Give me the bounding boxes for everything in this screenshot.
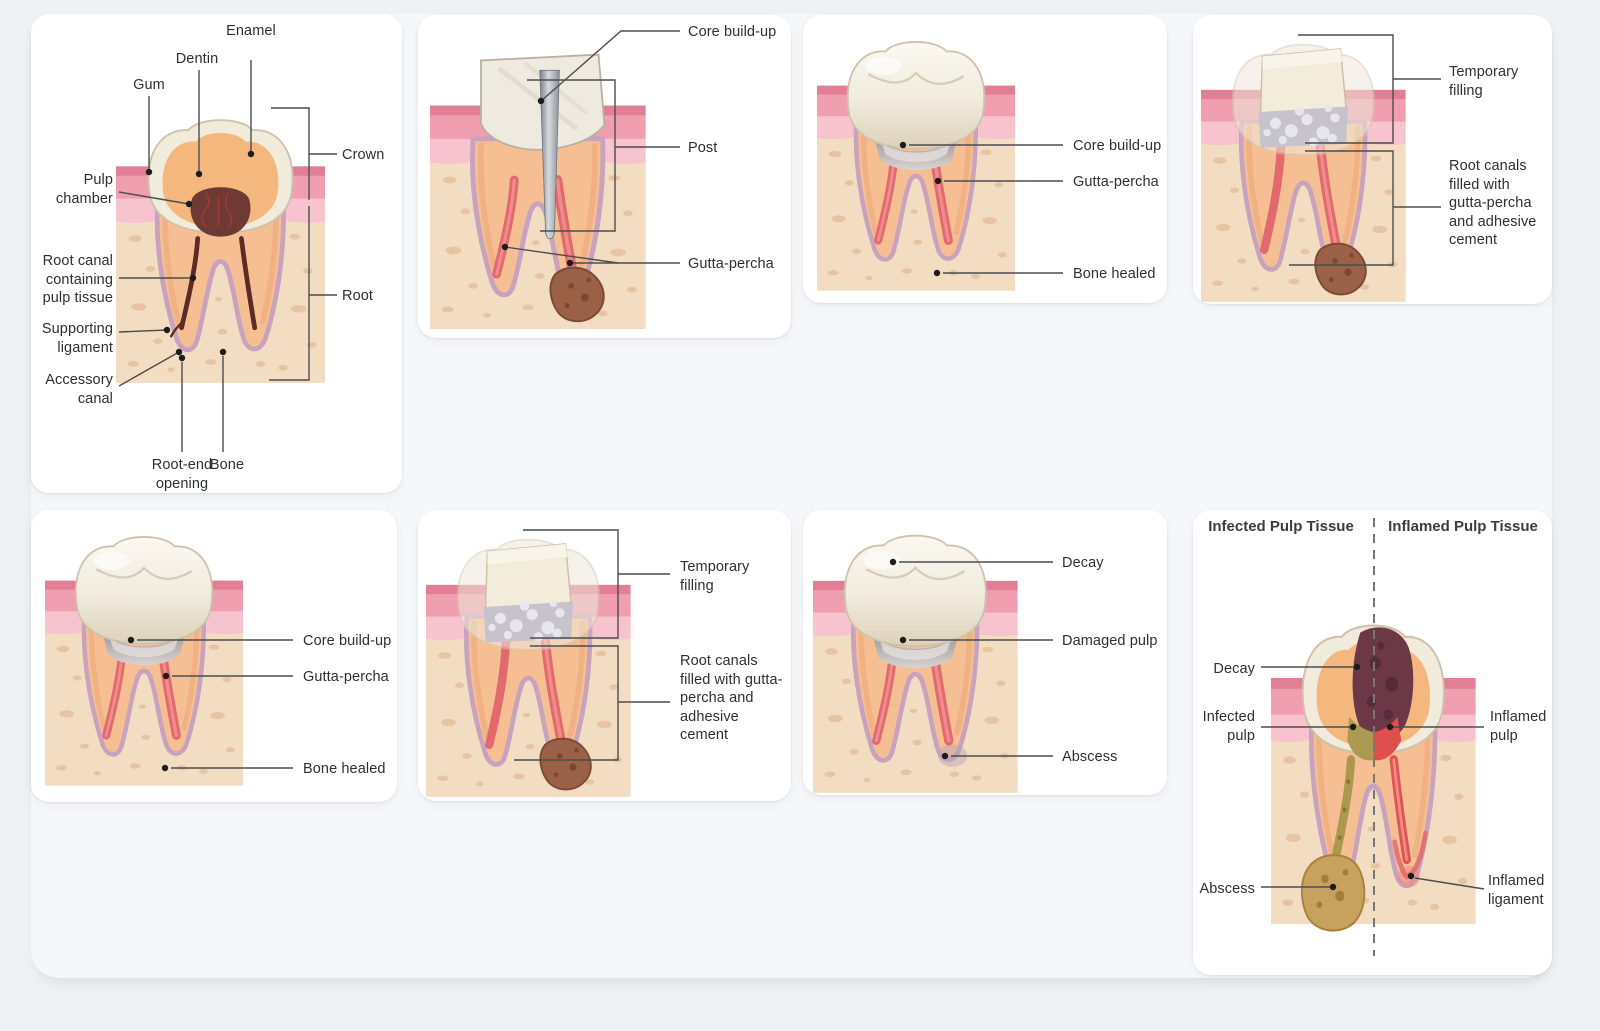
label-temporary-filling: Temporary filling bbox=[680, 559, 750, 594]
leader-lines bbox=[137, 639, 293, 769]
tooth-scene bbox=[1271, 624, 1476, 932]
label-gum: Gum bbox=[133, 77, 165, 93]
header-infected-pulp-tissue: Infected Pulp Tissue bbox=[1208, 518, 1354, 535]
label-temporary-filling: Temporary filling bbox=[1449, 64, 1519, 99]
label-bone: Bone bbox=[209, 457, 245, 473]
tooth-scene bbox=[45, 535, 244, 786]
leader-dots bbox=[899, 141, 942, 277]
tooth-illustration bbox=[426, 529, 670, 797]
image-card-temporary-filling-bottom[interactable]: Temporary filling Root canals filled wit… bbox=[418, 510, 791, 801]
leader-dots bbox=[1329, 663, 1415, 891]
leader-dots bbox=[889, 558, 949, 760]
tooth-illustration bbox=[45, 535, 293, 786]
image-card-healed-tooth-bottom[interactable]: Core build-up Gutta-percha Bone healed bbox=[31, 510, 397, 802]
label-dentin: Dentin bbox=[175, 51, 219, 67]
image-card-healed-tooth-top[interactable]: Core build-up Gutta-percha Bone healed bbox=[803, 15, 1167, 303]
label-post: Post bbox=[688, 140, 718, 156]
tooth-illustration bbox=[817, 40, 1063, 291]
tooth-illustration bbox=[813, 534, 1053, 793]
leader-lines bbox=[118, 60, 337, 452]
label-abscess: Abscess bbox=[1199, 881, 1255, 897]
tooth-scene bbox=[1201, 43, 1406, 302]
image-card-tooth-anatomy[interactable]: Enamel Dentin Gum Crown Pulp chamber Roo… bbox=[31, 14, 402, 493]
label-root: Root bbox=[342, 288, 374, 304]
label-supporting-ligament: Supporting ligament bbox=[41, 321, 113, 356]
label-gutta-percha: Gutta-percha bbox=[303, 669, 389, 685]
leader-dots bbox=[127, 636, 170, 772]
tooth-scene bbox=[116, 119, 325, 383]
label-core-build-up: Core build-up bbox=[1073, 138, 1162, 154]
label-enamel: Enamel bbox=[226, 23, 276, 39]
label-inflamed-pulp: Inflamed pulp bbox=[1490, 709, 1547, 744]
tooth-illustration bbox=[430, 30, 680, 329]
label-core-build-up: Core build-up bbox=[688, 24, 777, 40]
image-card-pulp-comparison[interactable]: Infected Pulp Tissue Inflamed Pulp Tissu… bbox=[1193, 510, 1552, 975]
label-gutta-percha: Gutta-percha bbox=[688, 256, 774, 272]
tooth-scene bbox=[430, 53, 646, 329]
label-infected-pulp: Infected pulp bbox=[1202, 709, 1255, 744]
tooth-scene bbox=[426, 538, 631, 797]
leader-lines bbox=[1261, 666, 1485, 890]
image-card-decayed-tooth[interactable]: Decay Damaged pulp Abscess bbox=[803, 510, 1167, 795]
leader-dots bbox=[145, 150, 255, 362]
leader-lines bbox=[504, 30, 680, 264]
leader-lines bbox=[899, 561, 1053, 757]
label-root-end-opening: Root-end opening bbox=[151, 457, 213, 492]
leader-dots bbox=[501, 97, 574, 267]
label-crown: Crown bbox=[342, 147, 385, 163]
label-root-canals-filled: Root canals filled with gutta-percha and… bbox=[1449, 158, 1537, 249]
image-card-post-and-core[interactable]: Core build-up Post Gutta-percha bbox=[418, 15, 791, 338]
label-damaged-pulp: Damaged pulp bbox=[1062, 633, 1158, 649]
label-decay: Decay bbox=[1062, 555, 1104, 571]
leader-lines bbox=[514, 529, 670, 761]
label-bone-healed: Bone healed bbox=[1073, 266, 1156, 282]
label-inflamed-ligament: Inflamed ligament bbox=[1488, 873, 1545, 908]
leader-lines bbox=[1289, 34, 1441, 266]
tooth-scene bbox=[817, 40, 1015, 291]
label-bone-healed: Bone healed bbox=[303, 761, 386, 777]
label-root-canals-filled: Root canals filled with gutta-percha and… bbox=[680, 653, 783, 744]
label-pulp-chamber: Pulp chamber bbox=[55, 172, 113, 207]
label-abscess: Abscess bbox=[1062, 749, 1118, 765]
label-accessory-canal: Accessory canal bbox=[45, 372, 113, 407]
label-root-canal: Root canal containing pulp tissue bbox=[42, 253, 113, 307]
tooth-scene bbox=[813, 534, 1018, 793]
label-core-build-up: Core build-up bbox=[303, 633, 392, 649]
tooth-illustration bbox=[116, 60, 337, 452]
image-card-temporary-filling-top[interactable]: Temporary filling Root canals filled wit… bbox=[1193, 15, 1552, 304]
label-decay: Decay bbox=[1213, 661, 1255, 677]
label-gutta-percha: Gutta-percha bbox=[1073, 174, 1159, 190]
leader-lines bbox=[909, 144, 1063, 274]
tooth-illustration bbox=[1261, 518, 1485, 956]
tooth-illustration bbox=[1201, 34, 1441, 302]
header-inflamed-pulp-tissue: Inflamed Pulp Tissue bbox=[1388, 518, 1538, 535]
